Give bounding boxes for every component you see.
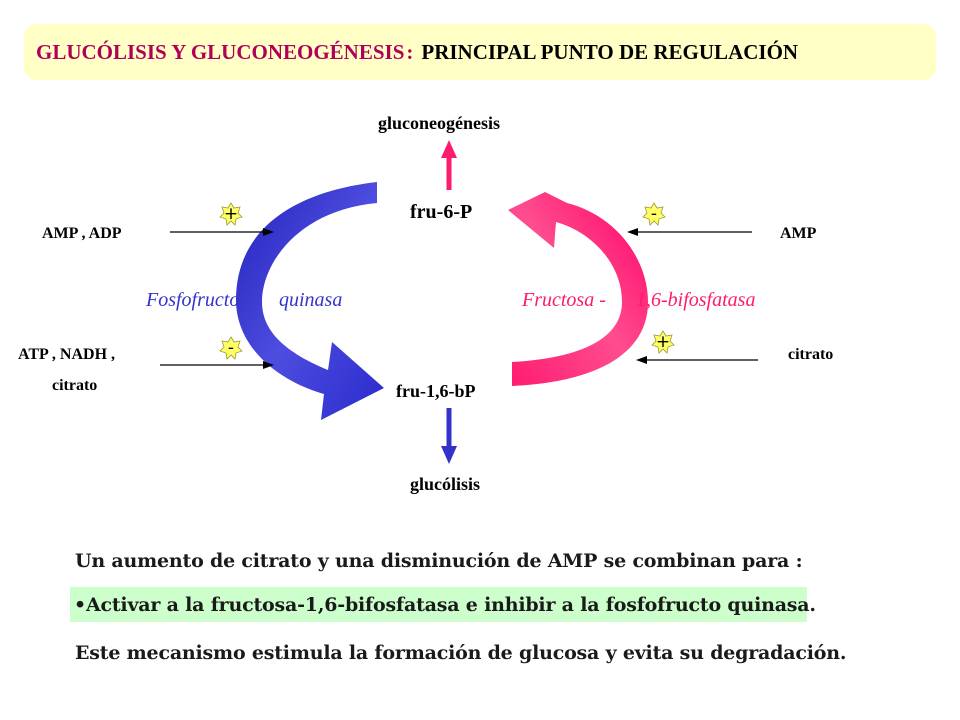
effector-citrato-left: citrato: [52, 377, 98, 394]
title-banner: GLUCÓLISIS Y GLUCONEOGÉNESIS : PRINCIPAL…: [24, 24, 936, 80]
effector-arrowhead-right-top: [627, 228, 638, 236]
label-gluconeogenesis: gluconeogénesis: [378, 113, 501, 133]
sign-left-bottom: -: [227, 337, 235, 358]
explanation-line-2: •Activar a la fructosa-1,6-bifosfatasa e…: [74, 593, 816, 616]
enzyme-pfk-part2: quinasa: [279, 289, 343, 311]
enzyme-fbpase-part2: 1,6-bifosfatasa: [636, 289, 756, 311]
effector-citrato-right: citrato: [788, 346, 834, 363]
label-fru-6-p: fru-6-P: [410, 201, 473, 223]
title-sub: PRINCIPAL PUNTO DE REGULACIÓN: [421, 39, 799, 64]
sign-right-bottom: +: [655, 331, 671, 352]
sign-badge-positive-right: +: [651, 330, 675, 354]
effector-amp-right: AMP: [780, 225, 817, 242]
enzyme-pfk-part1: Fosfofructo: [146, 289, 240, 311]
blue-curved-arrow: [236, 182, 384, 420]
explanation-line-3: Este mecanismo estimula la formación de …: [75, 642, 847, 664]
sign-badge-negative-left: -: [219, 336, 243, 360]
pink-curved-arrow: [508, 192, 648, 386]
effector-arrowhead-left-top: [263, 228, 274, 236]
enzyme-fbpase-part1: Fructosa -: [522, 289, 606, 311]
sign-right-top: -: [650, 203, 658, 224]
explanation-highlight: •Activar a la fructosa-1,6-bifosfatasa e…: [70, 587, 816, 622]
effector-arrowhead-right-bottom: [636, 356, 647, 364]
sign-badge-negative-right: -: [642, 202, 666, 226]
glucolysis-arrowhead: [441, 446, 457, 464]
title-colon: :: [406, 39, 414, 64]
gluconeogenesis-arrowhead: [441, 140, 457, 158]
sign-badge-positive-left: +: [219, 202, 243, 226]
effector-arrowhead-left-bottom: [263, 361, 274, 369]
effector-amp-adp: AMP , ADP: [42, 225, 122, 242]
label-fru-16-bp: fru-1,6-bP: [396, 381, 476, 401]
label-glucolysis: glucólisis: [410, 474, 481, 494]
explanation-line-1: Un aumento de citrato y una disminución …: [75, 550, 803, 572]
title-main: GLUCÓLISIS Y GLUCONEOGÉNESIS: [36, 39, 405, 64]
sign-left-top: +: [223, 203, 239, 224]
effector-atp-nadh: ATP , NADH ,: [18, 346, 116, 363]
